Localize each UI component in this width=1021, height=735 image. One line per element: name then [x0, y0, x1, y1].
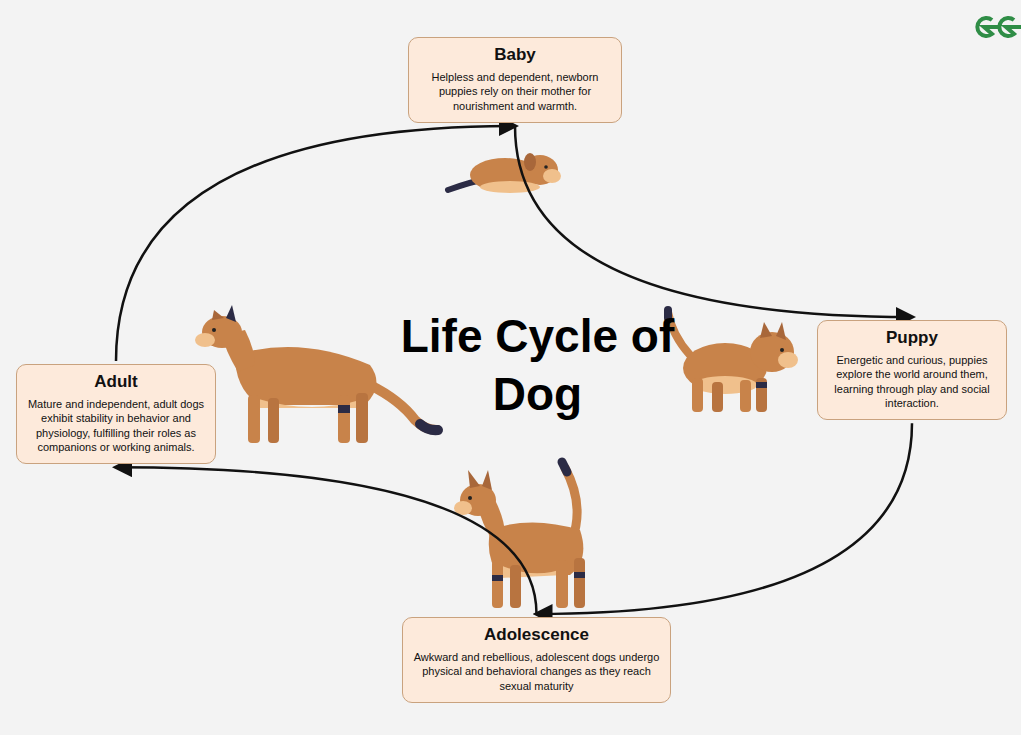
- puppy-dog: [668, 310, 798, 412]
- cycle-arrow: [537, 423, 913, 614]
- stage-description: Awkward and rebellious, adolescent dogs …: [413, 650, 660, 693]
- adolescent-dog: [454, 462, 585, 608]
- stage-box: AdultMature and independent, adult dogs …: [16, 364, 216, 464]
- cycle-arrow: [515, 126, 912, 317]
- stage-heading: Adult: [27, 372, 205, 392]
- diagram-title: Life Cycle of Dog: [395, 308, 680, 423]
- stage-description: Mature and independent, adult dogs exhib…: [27, 397, 205, 454]
- stage-description: Energetic and curious, puppies explore t…: [828, 353, 996, 410]
- stage-description: Helpless and dependent, newborn puppies …: [419, 70, 611, 113]
- stage-heading: Puppy: [828, 328, 996, 348]
- stage-heading: Adolescence: [413, 625, 660, 645]
- baby-dog: [448, 153, 561, 193]
- stage-box: PuppyEnergetic and curious, puppies expl…: [817, 320, 1007, 420]
- cycle-arrow: [116, 467, 537, 614]
- stage-box: BabyHelpless and dependent, newborn pupp…: [408, 37, 622, 123]
- stage-heading: Baby: [419, 45, 611, 65]
- stage-box: AdolescenceAwkward and rebellious, adole…: [402, 617, 671, 703]
- logo-icon: [977, 18, 1021, 36]
